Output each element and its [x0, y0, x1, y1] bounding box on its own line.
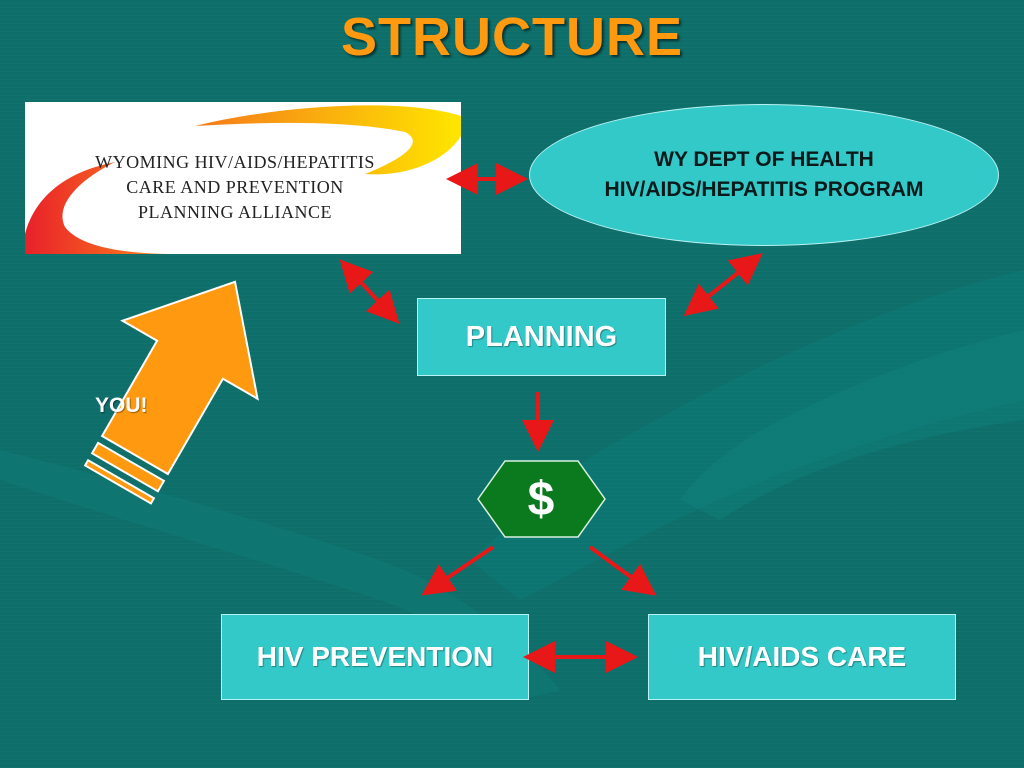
dept-planning-double-arrow [683, 253, 763, 316]
funding-hexagon [477, 460, 606, 538]
logo-line: WYOMING HIV/AIDS/HEPATITIS [95, 152, 375, 172]
slide-title: STRUCTURE [341, 7, 683, 67]
funding-prevention-arrow [421, 545, 495, 596]
logo-swoosh-graphic [25, 105, 461, 254]
dept-line: HIV/AIDS/HEPATITIS PROGRAM [604, 178, 924, 201]
logo-planning-double-arrow [339, 259, 400, 324]
funding-care-arrow [588, 545, 657, 596]
alliance-logo: WYOMING HIV/AIDS/HEPATITIS CARE AND PREV… [25, 102, 461, 254]
planning-node: PLANNING [417, 298, 666, 376]
hiv-prevention-node: HIV PREVENTION [221, 614, 529, 700]
hiv-prevention-label: HIV PREVENTION [256, 641, 494, 672]
funding-symbol: $ [527, 473, 555, 526]
you-arrow [83, 280, 259, 505]
dept-of-health-node: WY DEPT OF HEALTH HIV/AIDS/HEPATITIS PRO… [529, 104, 999, 246]
planning-label: PLANNING [465, 320, 618, 353]
dept-line: WY DEPT OF HEALTH [654, 148, 874, 171]
hiv-aids-care-node: HIV/AIDS CARE [648, 614, 956, 700]
you-label: YOU! [95, 394, 148, 417]
logo-line: PLANNING ALLIANCE [138, 202, 332, 222]
hiv-aids-care-label: HIV/AIDS CARE [697, 641, 907, 672]
logo-text: WYOMING HIV/AIDS/HEPATITIS CARE AND PREV… [65, 150, 405, 225]
logo-line: CARE AND PREVENTION [126, 177, 344, 197]
